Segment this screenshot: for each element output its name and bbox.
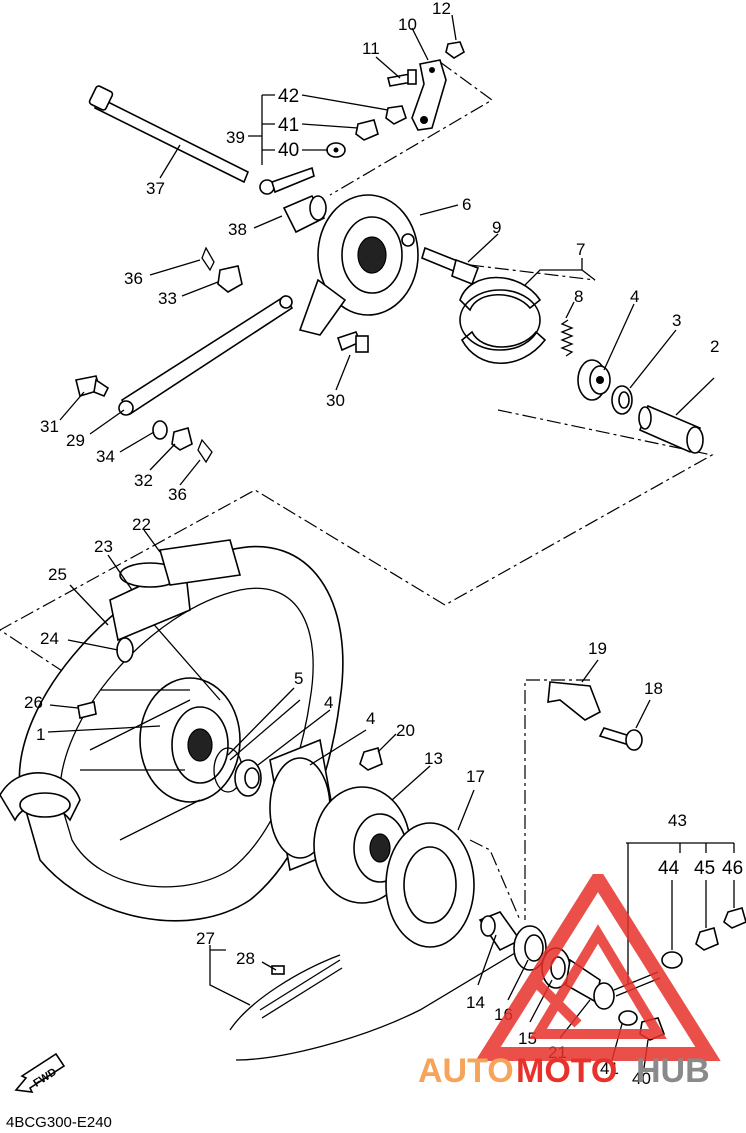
callout-5: 4 [366,709,375,728]
forward-arrow-icon: FWD [14,1052,66,1093]
callout-39: 41 [600,1059,619,1078]
callout-19: 18 [644,679,663,698]
collar-2 [638,404,704,454]
tension-bar-bolt [259,166,315,195]
callout-21: 20 [396,721,415,740]
brake-shoe-set [459,276,547,364]
callout-42: 40 [278,140,299,161]
watermark-triangle-icon [475,874,721,1061]
watermark-auto: AUTO [418,1052,514,1089]
cam-lever-11 [411,59,447,131]
callout-20: 19 [588,639,607,658]
axle-shaft [88,85,250,184]
callout-2: 2 [710,337,719,356]
callout-27: 26 [24,693,43,712]
callout-3: 3 [672,311,681,330]
callout-25: 24 [40,629,59,648]
nut-21 [359,747,383,771]
chain-puller-20 [547,681,602,721]
callout-28: 27 [196,929,215,948]
callout-labels: 12 10 11 42 41 40 39 37 38 6 9 7 36 33 8… [24,0,743,1088]
rear-sprocket-18 [385,822,475,948]
rear-wheel [0,545,344,922]
watermark-moto: MOTO [516,1052,617,1089]
callout-31: 30 [326,391,345,410]
nut-34 [217,265,243,293]
callout-43: 41 [278,115,299,136]
callout-32: 31 [40,417,59,436]
callout-13: 12 [432,0,451,18]
bearing-17 [513,925,547,971]
bolt-31 [336,331,369,353]
tension-bar-30 [118,294,294,416]
callout-44: 42 [278,86,299,107]
callout-34: 33 [158,289,177,308]
callout-15: 14 [466,993,485,1012]
washer-39 [618,1010,638,1026]
assembly-dash-lines [0,61,714,921]
callout-11: 10 [398,15,417,34]
bearing-4-lower [234,759,262,797]
cotter-pin-36-lower [197,438,213,464]
nut-44 [385,105,407,125]
bearing-4-upper [577,359,611,401]
callout-38: 40 [632,1069,651,1088]
callout-40: 38 [228,220,247,239]
hub-spacer-15 [478,911,522,952]
nut-43 [355,119,379,141]
bolt-27 [77,701,97,719]
sprocket-damper-cover [109,539,242,663]
nut-33 [171,427,193,451]
diagram-code: 4BCG300-E240 [6,1114,112,1131]
oil-seal-3 [611,385,633,415]
callout-47: 45 [694,858,715,879]
callout-30: 29 [66,431,85,450]
nut-13 [445,41,465,59]
callout-10: 9 [492,218,501,237]
callout-35: 34 [96,447,115,466]
callout-29: 28 [236,949,255,968]
watermark-hub: HUB [636,1052,710,1089]
bolt-19 [598,727,643,751]
callout-36-upper: 36 [124,269,143,288]
camshaft-10 [421,246,480,286]
callout-4-upper: 4 [630,287,639,306]
washer-42 [326,142,346,158]
drive-chain-28 [229,949,521,1061]
callout-12: 11 [362,39,380,58]
callout-16: 15 [518,1029,537,1048]
callout-1: 1 [36,725,45,744]
callout-41: 39 [226,128,245,147]
washer-35 [152,420,168,440]
callout-14: 13 [424,749,443,768]
callout-36-lower: 36 [168,485,187,504]
nut-48 [723,907,746,929]
callout-24: 23 [94,537,113,556]
watermark-logo: AUTO MOTO HUB [418,874,721,1089]
bolt-12 [387,69,417,87]
callout-18: 17 [466,767,485,786]
bolt-32 [75,375,110,398]
callout-37: 37 [146,179,165,198]
callout-4-lower: 4 [324,693,333,712]
callout-46: 44 [658,858,680,879]
nut-47 [695,927,719,951]
brake-shoe-plate [298,194,419,336]
cotter-pin-36-upper [201,246,215,272]
callout-45: 43 [668,811,687,830]
callout-48: 46 [722,858,743,879]
callout-26: 25 [48,565,67,584]
callout-8: 7 [576,240,585,259]
return-spring-9 [560,319,574,357]
callout-7: 6 [462,195,471,214]
collar-40 [282,194,327,234]
callout-23: 22 [132,515,151,534]
callout-33: 32 [134,471,153,490]
washer-46 [661,951,683,969]
callout-9: 8 [574,287,583,306]
callout-6: 5 [294,669,303,688]
